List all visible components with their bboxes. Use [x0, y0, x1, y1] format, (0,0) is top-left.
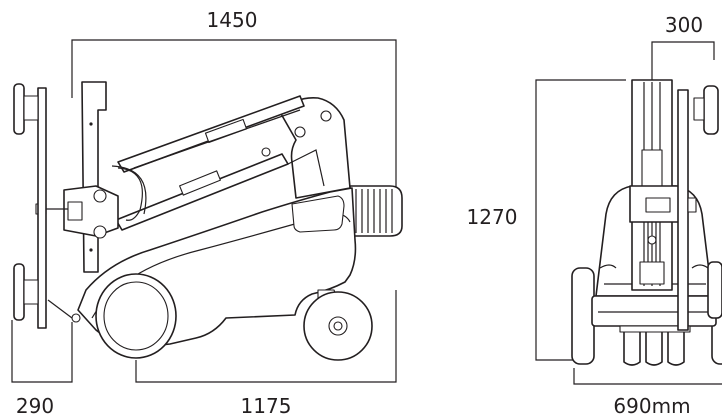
dim-label-front-top-width: 300 [665, 13, 703, 37]
front-left-rear-wheel [571, 267, 595, 365]
suction-cup-top [13, 83, 39, 135]
dim-label-wheelbase: 1175 [241, 394, 292, 418]
front-head-bracket [629, 185, 687, 223]
dim-label-front-height: 1270 [467, 205, 518, 229]
front-suction-cup-top [703, 85, 719, 135]
front-vacuum-frame [677, 89, 689, 331]
vacuum-frame-bar [37, 87, 47, 329]
side-view-machine [13, 81, 403, 361]
front-suction-cup-bottom [707, 261, 722, 319]
front-chassis-bar [591, 295, 717, 327]
rear-wheel [303, 289, 373, 361]
front-drive-cylinders [623, 329, 685, 366]
rear-grille [349, 185, 403, 237]
front-view-machine [571, 79, 722, 366]
side-window [291, 195, 345, 233]
dim-label-front-overhang: 290 [16, 394, 54, 418]
side-dimension-lines [11, 39, 397, 383]
drive-wheel [95, 273, 177, 359]
front-dimension-lines [535, 41, 722, 385]
dim-label-overall-length: 1450 [207, 8, 258, 32]
head-mast [81, 81, 107, 273]
suction-cup-bottom [13, 263, 39, 321]
dim-label-front-base-width: 690mm [613, 394, 690, 418]
lower-boom-arm [115, 153, 289, 231]
